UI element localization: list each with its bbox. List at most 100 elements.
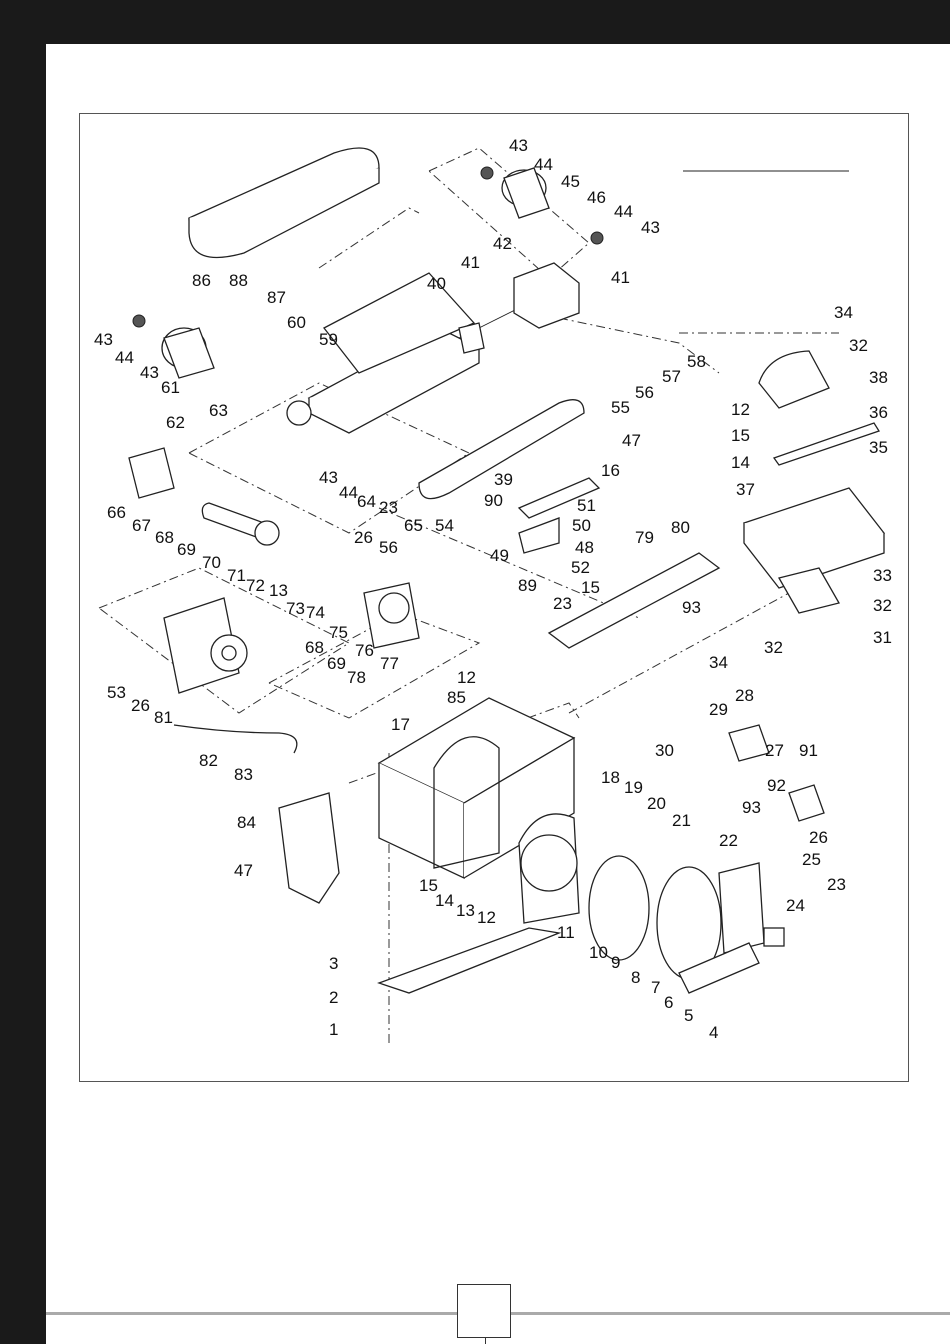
callout-label: 59 [319,330,338,349]
callout-label: 26 [131,696,150,715]
callout-label: 15 [581,578,600,597]
callout-label: 20 [647,794,666,813]
callout-label: 44 [339,483,358,502]
callout-label: 19 [624,778,643,797]
callout-label: 78 [347,668,366,687]
callout-label: 12 [477,908,496,927]
callout-label: 83 [234,765,253,784]
drive-drum [132,314,215,379]
callout-label: 46 [587,188,606,207]
dust-port [278,792,340,904]
motor [163,597,248,694]
disc-guard [518,813,580,924]
callout-label: 36 [869,403,888,422]
callout-label: 52 [571,558,590,577]
protractor [758,350,830,409]
belt-frame [286,272,481,434]
callout-label: 79 [635,528,654,547]
callout-label: 39 [494,470,513,489]
callout-label: 55 [611,398,630,417]
callout-label: 47 [622,431,641,450]
callout-label: 45 [561,172,580,191]
callout-label: 14 [435,891,454,910]
callout-label: 70 [202,553,221,572]
callout-label: 80 [671,518,690,537]
callout-label: 43 [319,468,338,487]
exploded-parts-diagram: 43 44 45 46 44 43 42 41 41 86 88 40 87 6… [94,136,892,1043]
bearing-housing [363,582,420,649]
idler-bracket [513,262,580,329]
callout-label: 34 [834,303,853,322]
callout-label: 86 [192,271,211,290]
callout-label: 43 [140,363,159,382]
callout-label: 53 [107,683,126,702]
callout-label: 16 [601,461,620,480]
callout-label: 32 [873,596,892,615]
page-number-tick [485,1338,486,1344]
callout-label: 69 [177,540,196,559]
callout-label: 9 [611,953,620,972]
callout-label: 44 [115,348,134,367]
callout-label: 30 [655,741,674,760]
callout-label: 11 [557,923,575,942]
callout-label: 58 [687,352,706,371]
sanding-discs [588,855,722,980]
callout-label: 7 [651,978,660,997]
callout-label: 47 [234,861,253,880]
callout-label: 63 [209,401,228,420]
power-cord [173,724,298,754]
callout-label: 31 [873,628,892,647]
callout-label: 21 [672,811,691,830]
callout-label: 1 [329,1020,338,1039]
callout-label: 90 [484,491,503,510]
callout-label: 40 [427,274,446,293]
callout-label: 13 [456,901,475,920]
callout-label: 74 [306,603,325,622]
callout-label: 50 [572,516,591,535]
callout-label: 56 [379,538,398,557]
callout-label: 68 [155,528,174,547]
callout-label: 14 [731,453,750,472]
callout-label: 5 [684,1006,693,1025]
callout-label: 82 [199,751,218,770]
callout-label: 29 [709,700,728,719]
callout-label: 42 [493,234,512,253]
callout-label: 54 [435,516,454,535]
base-plate [547,552,721,649]
callout-label: 93 [682,598,701,617]
callout-label: 8 [631,968,640,987]
callout-label: 64 [357,492,376,511]
callout-label: 28 [735,686,754,705]
callout-label: 18 [601,768,620,787]
access-cover [678,942,760,994]
callout-label: 61 [161,378,180,397]
callout-label: 12 [731,400,750,419]
callout-label: 44 [534,155,553,174]
callout-label: 15 [419,876,438,895]
callout-label: 35 [869,438,888,457]
support-arm [517,477,601,554]
callout-label: 76 [355,641,374,660]
callout-label: 75 [329,623,348,642]
work-table [742,487,886,589]
callout-label: 69 [327,654,346,673]
page-number-box [457,1284,511,1338]
callout-label: 13 [269,581,288,600]
callout-label: 27 [765,741,784,760]
callout-label: 38 [869,368,888,387]
callout-label: 92 [767,776,786,795]
callout-label: 4 [709,1023,718,1042]
callout-label: 2 [329,988,338,1007]
callout-label: 84 [237,813,256,832]
callout-label: 89 [518,576,537,595]
callout-label: 32 [849,336,868,355]
callout-label: 93 [742,798,761,817]
callout-label: 87 [267,288,286,307]
bottom-plate [377,927,562,994]
miter-rail [772,422,880,466]
sanding-belt [188,147,380,259]
cover-plate [128,447,175,499]
callout-label: 91 [799,741,818,760]
callout-label: 66 [107,503,126,522]
callout-label: 34 [709,653,728,672]
